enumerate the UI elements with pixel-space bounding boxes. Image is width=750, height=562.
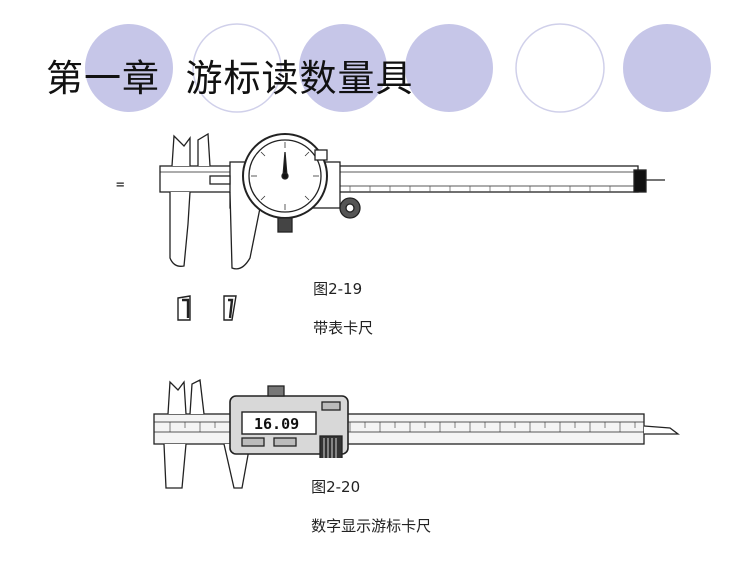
caption-number: 图2-19 xyxy=(313,280,363,298)
decor-circle-outline xyxy=(192,23,282,113)
lower-fixed-jaw xyxy=(163,443,187,489)
lower-sliding-jaw xyxy=(223,443,251,489)
dial-caliper-illustration xyxy=(159,132,665,270)
lcd-reading: 16.09 xyxy=(254,415,299,433)
caliper-beam xyxy=(153,413,645,445)
decorative-circles xyxy=(85,23,711,113)
upper-fixed-jaw xyxy=(167,380,187,415)
decor-circle-filled xyxy=(405,24,493,112)
figure-2-20-caption: 图2-20 数字显示游标卡尺 xyxy=(290,458,434,554)
decor-circle-filled xyxy=(299,24,387,112)
caption-text: 带表卡尺 xyxy=(313,319,374,337)
lcd-window xyxy=(241,411,317,435)
digital-caliper-illustration: 16.09 xyxy=(153,379,680,489)
lower-sliding-jaw xyxy=(229,191,261,270)
upper-sliding-jaw xyxy=(197,132,211,167)
upper-sliding-jaw xyxy=(189,379,205,415)
caption-text: 数字显示游标卡尺 xyxy=(311,517,432,535)
stray-mark: = xyxy=(116,177,125,193)
decor-circle-filled xyxy=(85,24,173,112)
upper-fixed-jaw xyxy=(171,134,191,167)
caption-number: 图2-20 xyxy=(311,478,361,496)
decor-circle-outline xyxy=(515,23,605,113)
slide-title: 第一章 游标读数量具 xyxy=(46,57,414,100)
jaw-tips-illustration xyxy=(177,295,237,321)
decor-circle-filled xyxy=(623,24,711,112)
lower-fixed-jaw xyxy=(169,191,191,267)
figure-2-19-caption: 图2-19 带表卡尺 xyxy=(294,260,373,356)
